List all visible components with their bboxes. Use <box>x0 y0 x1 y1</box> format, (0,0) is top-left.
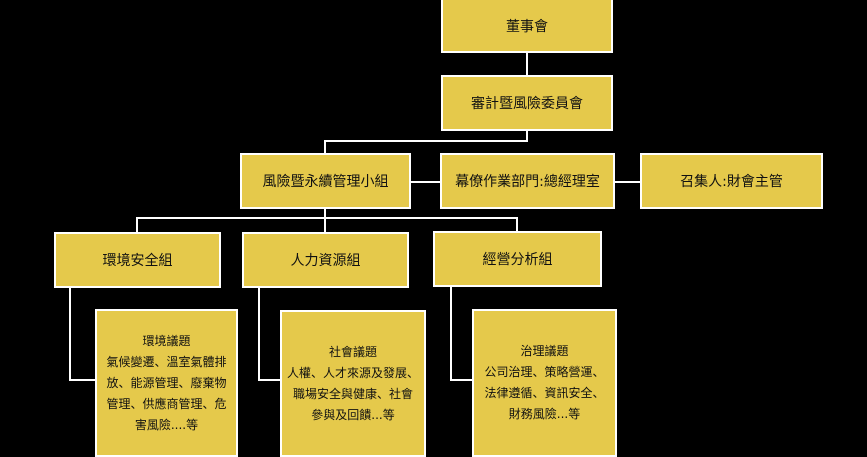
issue-line: 公司治理、策略營運、 <box>484 365 605 379</box>
connector <box>324 217 326 232</box>
issue-line: 人權、人才來源及發展、 <box>286 365 419 380</box>
connector <box>69 379 95 381</box>
issue-line: 放、能源管理、廢棄物 <box>106 375 227 390</box>
node-human-resources-group: 人力資源組 <box>242 232 409 288</box>
issue-title: 社會議題 <box>328 344 377 359</box>
social-issues-box: 社會議題 人權、人才來源及發展、 職場安全與健康、社會 參與及回饋...等 <box>280 310 426 457</box>
node-staff-department: 幕僚作業部門:總經理室 <box>440 153 615 209</box>
issue-line: 害風險....等 <box>134 417 199 432</box>
issue-title: 環境議題 <box>142 333 191 348</box>
issue-line: 氣候變遷、溫室氣體排 <box>106 354 227 369</box>
connector <box>526 52 528 76</box>
environment-issues-box: 環境議題 氣候變遷、溫室氣體排 放、能源管理、廢棄物 管理、供應商管理、危 害風… <box>95 309 238 457</box>
node-convener: 召集人:財會主管 <box>640 153 823 209</box>
connector <box>324 140 326 153</box>
issue-line: 法律遵循、資訊安全、 <box>484 386 605 400</box>
node-risk-sustainability-team: 風險暨永續管理小組 <box>240 153 411 209</box>
connector <box>450 286 452 381</box>
connector <box>69 287 71 381</box>
node-board: 董事會 <box>441 0 613 53</box>
connector <box>258 287 260 381</box>
node-business-analysis-group: 經營分析組 <box>433 231 602 287</box>
node-audit-risk-committee: 審計暨風險委員會 <box>441 75 613 131</box>
connector <box>324 140 528 142</box>
node-environment-safety-group: 環境安全組 <box>54 232 221 288</box>
connector <box>614 181 640 183</box>
issue-line: 參與及回饋...等 <box>311 407 395 422</box>
connector <box>324 208 326 219</box>
issue-title: 治理議題 <box>520 344 569 358</box>
connector <box>136 217 138 232</box>
connector <box>136 217 518 219</box>
connector <box>410 181 440 183</box>
issue-line: 財務風險...等 <box>508 407 581 421</box>
issue-line: 管理、供應商管理、危 <box>106 396 227 411</box>
connector <box>526 130 528 142</box>
connector <box>258 379 280 381</box>
issue-line: 職場安全與健康、社會 <box>292 386 413 401</box>
connector <box>516 217 518 231</box>
governance-issues-box: 治理議題 公司治理、策略營運、 法律遵循、資訊安全、 財務風險...等 <box>472 309 617 457</box>
connector <box>450 379 472 381</box>
